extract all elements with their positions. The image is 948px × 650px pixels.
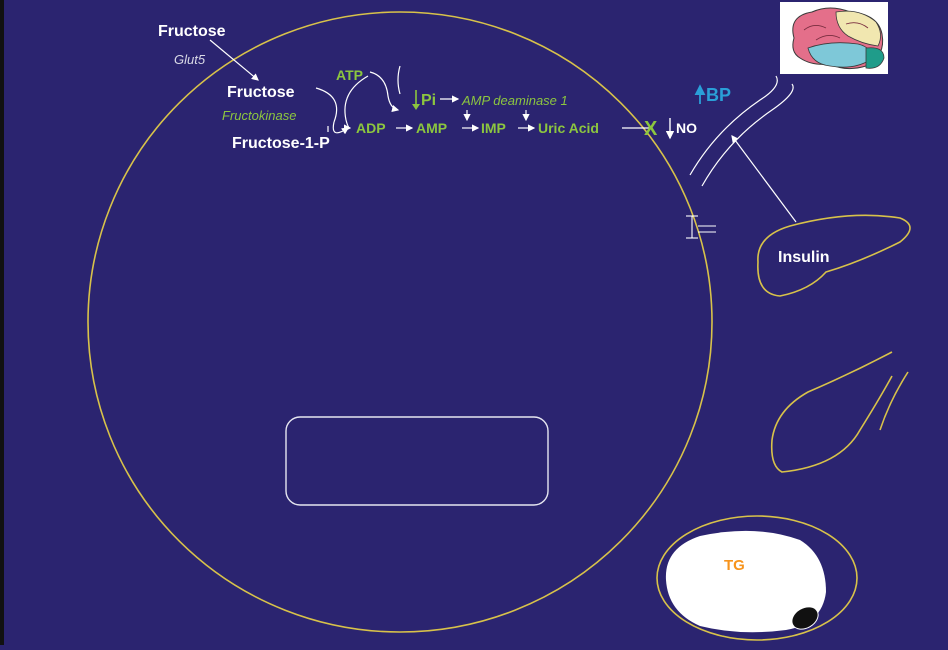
imp-label: IMP — [481, 120, 506, 136]
fructokinase-curve-bottom — [332, 121, 349, 135]
adipocyte-nucleus — [791, 606, 819, 630]
glut5-label: Glut5 — [174, 52, 206, 67]
pi-bracket-curve — [397, 65, 401, 95]
amp-label: AMP — [416, 120, 447, 136]
vessel-wall-left — [689, 75, 778, 176]
fat-droplet — [665, 530, 826, 633]
fructokinase-label: Fructokinase — [222, 108, 296, 123]
no-label: NO — [676, 120, 697, 136]
fructokinase-curve-top — [315, 87, 338, 123]
fructose-outside-label: Fructose — [158, 23, 226, 40]
pancreas-outline — [757, 214, 911, 297]
atp-consumption-curve — [344, 75, 369, 121]
glut5-transport-arrow — [209, 39, 259, 81]
atp-label: ATP — [336, 67, 363, 83]
inhibition-marker — [686, 215, 716, 239]
no-synthesis-blocked-x: X — [644, 118, 658, 140]
cell-membrane — [87, 11, 713, 633]
bp-label: BP — [706, 85, 731, 105]
insulin-to-vessel-arrow — [731, 135, 797, 223]
brain-icon — [780, 2, 888, 74]
insulin-label: Insulin — [778, 249, 830, 266]
tg-label: TG — [724, 557, 745, 574]
uric-acid-label: Uric Acid — [538, 120, 599, 136]
pi-decrease-arrowhead — [412, 104, 420, 110]
muscle-tissue-edge — [879, 371, 909, 431]
left-edge-border — [0, 0, 4, 645]
adipocyte-membrane — [656, 515, 858, 641]
fructose-inside-label: Fructose — [227, 84, 295, 101]
vessel-wall-right — [701, 83, 794, 187]
muscle-tissue-outline — [770, 351, 893, 473]
adp-label: ADP — [356, 120, 386, 136]
atp-to-pi-curve — [369, 71, 400, 113]
nucleus — [285, 416, 549, 506]
adp-production-curve — [343, 119, 352, 132]
pi-label: Pi — [421, 92, 436, 109]
fructose-1-p-label: Fructose-1-P — [232, 135, 330, 152]
amp-deaminase-label: AMP deaminase 1 — [461, 93, 568, 108]
